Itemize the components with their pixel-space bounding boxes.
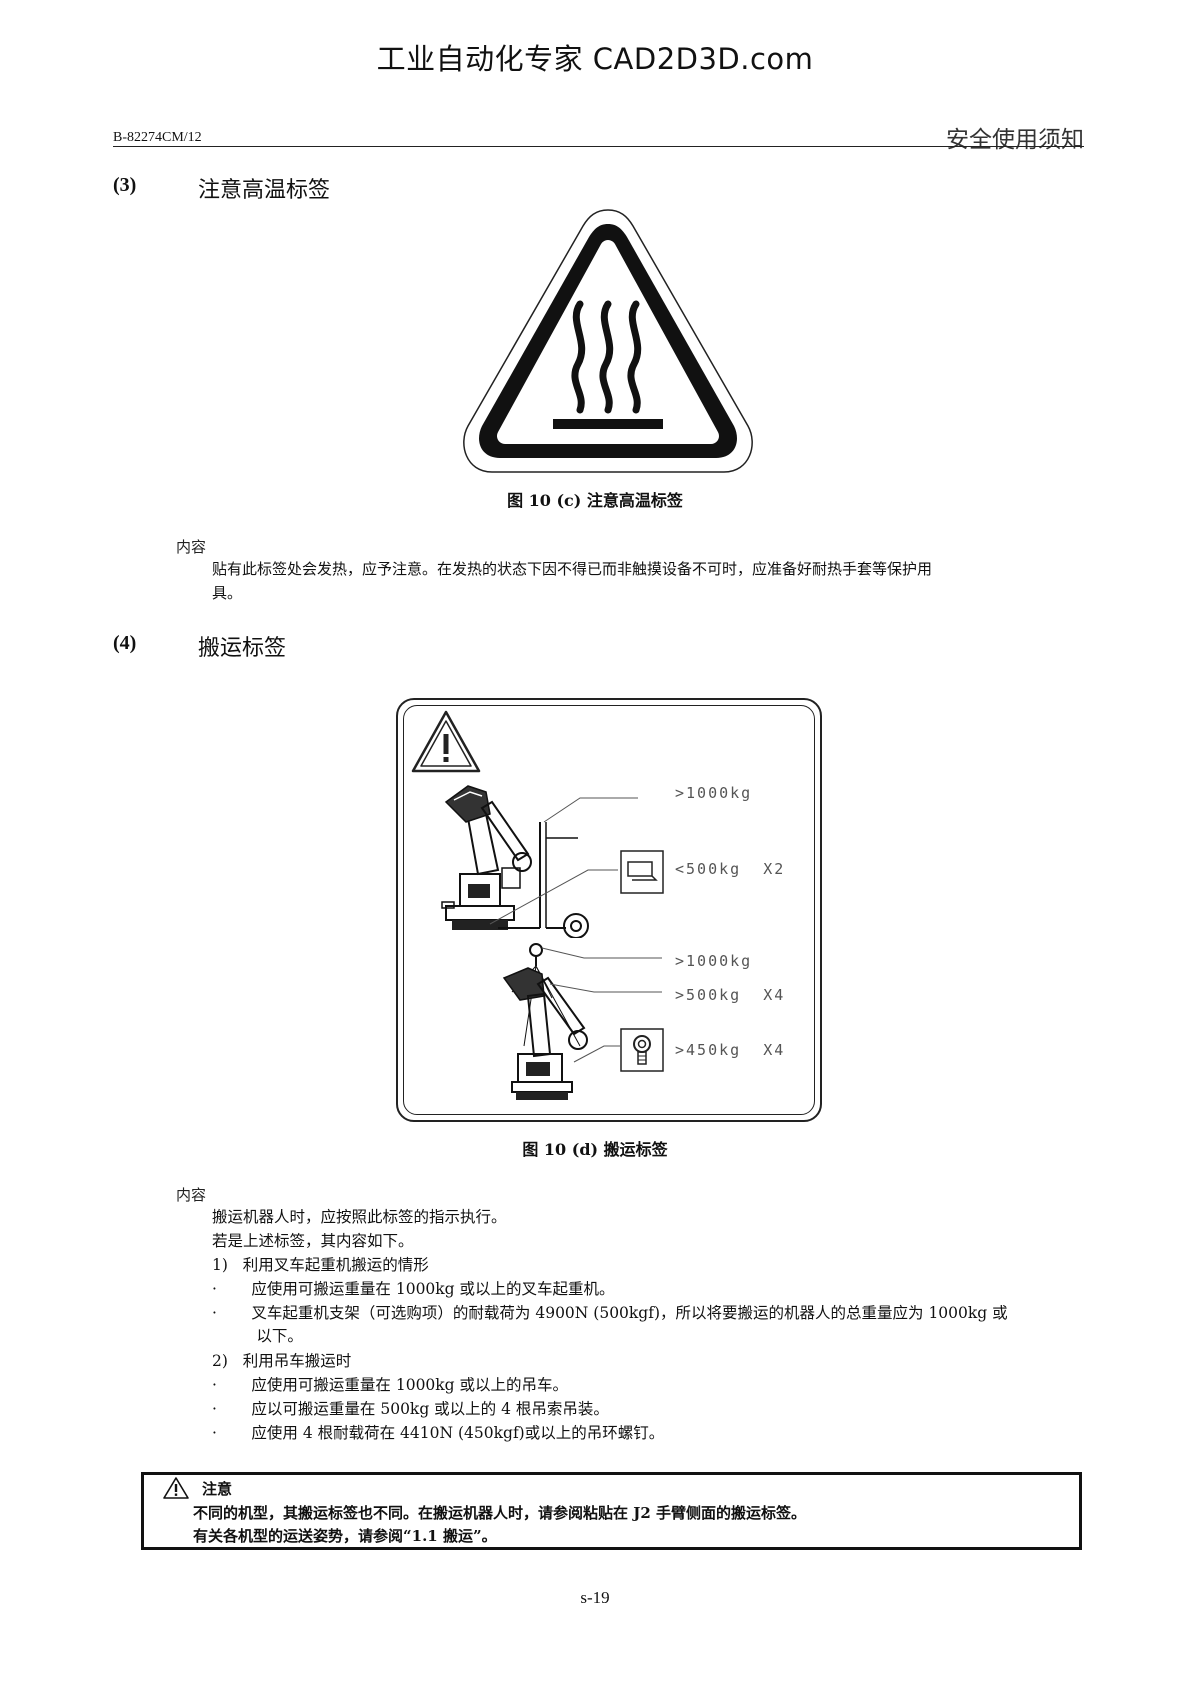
note-line-1: 不同的机型，其搬运标签也不同。在搬运机器人时，请参阅粘贴在 J2 手臂侧面的搬运…: [193, 1504, 806, 1522]
section-3-title: 注意高温标签: [198, 178, 331, 203]
figure-10d-caption: 图 10 (d) 搬运标签: [522, 1140, 668, 1159]
robot-on-crane-illustration: [502, 943, 662, 1100]
page-number: s-19: [580, 1588, 610, 1607]
eyebolt-icon: [620, 1028, 664, 1072]
forklift-icon: [620, 850, 664, 894]
list-item: 搬运机器人时，应按照此标签的指示执行。: [212, 1208, 507, 1226]
label-fork-support: <500kg X2: [675, 860, 786, 878]
list-item: · 应使用可搬运重量在 1000kg 或以上的叉车起重机。: [212, 1280, 615, 1298]
section-4-content-label: 内容: [176, 1186, 207, 1204]
caution-icon: [163, 1477, 189, 1499]
list-item: · 应以可搬运重量在 500kg 或以上的 4 根吊索吊装。: [212, 1400, 609, 1418]
list-item: 以下。: [212, 1327, 303, 1345]
list-item: 若是上述标签，其内容如下。: [212, 1232, 414, 1250]
hot-surface-warning-icon: [463, 209, 753, 473]
section-4-title: 搬运标签: [198, 636, 287, 661]
list-item: · 应使用 4 根耐载荷在 4410N (450kgf)或以上的吊环螺钉。: [212, 1424, 665, 1442]
label-forklift-capacity: >1000kg: [675, 784, 753, 802]
list-item: · 应使用可搬运重量在 1000kg 或以上的吊车。: [212, 1376, 569, 1394]
header-divider: [113, 146, 1084, 147]
figure-10c-caption: 图 10 (c) 注意高温标签: [507, 491, 683, 510]
document-id: B-82274CM/12: [113, 130, 202, 145]
section-heading: 安全使用须知: [946, 127, 1084, 153]
caution-triangle-icon: [411, 710, 481, 773]
section-3-number: (3): [113, 174, 137, 196]
section-3-content-line-2: 具。: [212, 584, 243, 602]
note-title: 注意: [202, 1480, 233, 1498]
section-4-number: (4): [113, 632, 137, 654]
list-item: · 叉车起重机支架（可选购项）的耐载荷为 4900N (500kgf)，所以将要…: [212, 1304, 1008, 1322]
label-eyebolt: >450kg X4: [675, 1041, 786, 1059]
list-item: 2) 利用吊车搬运时: [212, 1352, 352, 1370]
list-item: 1) 利用叉车起重机搬运的情形: [212, 1256, 429, 1274]
robot-on-forklift-illustration: [441, 785, 638, 938]
transport-label-outer-frame: [396, 698, 822, 1122]
caution-note-box: [141, 1472, 1082, 1550]
label-sling: >500kg X4: [675, 986, 786, 1004]
watermark: 工业自动化专家 CAD2D3D.com: [376, 42, 814, 76]
label-crane-capacity: >1000kg: [675, 952, 753, 970]
note-line-2: 有关各机型的运送姿势，请参阅“1.1 搬运”。: [193, 1527, 497, 1545]
section-3-content-label: 内容: [176, 538, 207, 556]
section-3-content-line-1: 贴有此标签处会发热，应予注意。在发热的状态下因不得已而非触摸设备不可时，应准备好…: [212, 560, 933, 578]
